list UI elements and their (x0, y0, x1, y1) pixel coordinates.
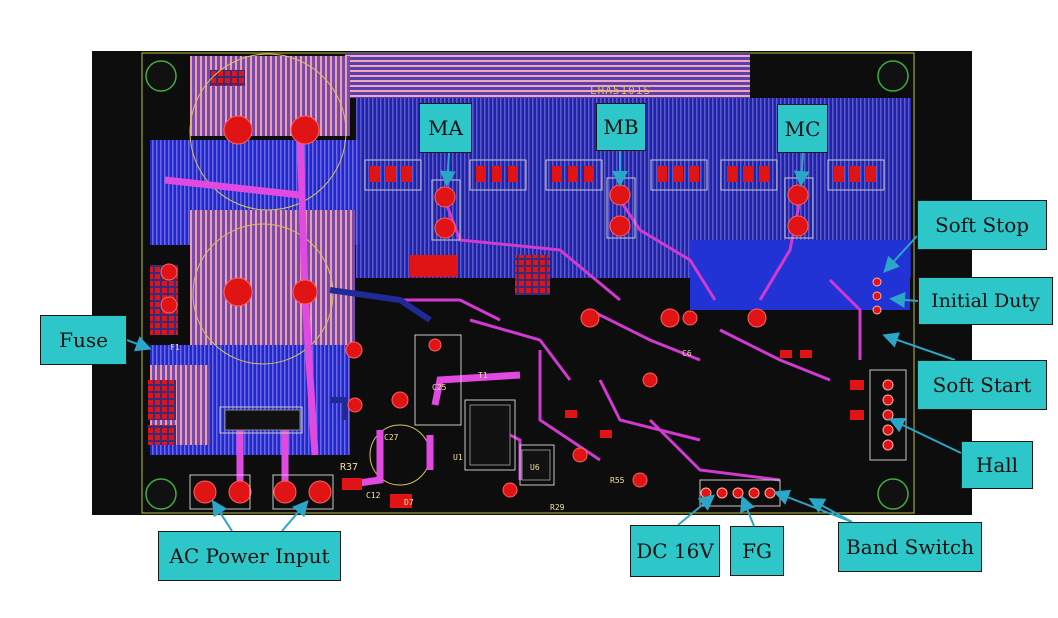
silk-t1: T1 (478, 371, 488, 380)
silk-f1: F1 (170, 343, 180, 352)
bottom-layer-traces (329, 287, 432, 420)
pad-array-2 (515, 255, 550, 295)
silk-area-top (345, 53, 750, 98)
silk-c25: C25 (432, 383, 447, 392)
silk-u6: U6 (530, 463, 540, 472)
ic-bodies (224, 404, 551, 481)
label-soft-start: Soft Start (917, 360, 1047, 410)
silk-c27: C27 (384, 433, 399, 442)
capacitor-outlines (189, 53, 431, 486)
silk-u1: U1 (453, 453, 463, 462)
silk-c12: C12 (366, 491, 381, 500)
pads (160, 115, 809, 504)
pad-array-1 (210, 70, 245, 86)
label-fg: FG (730, 526, 784, 576)
silk-area-left-lower (190, 210, 355, 345)
pad-array-3 (148, 380, 176, 420)
silk-c6: C6 (682, 349, 692, 358)
silk-r55: R55 (610, 476, 625, 485)
label-mb: MB (596, 103, 646, 151)
smd-pads (342, 166, 876, 508)
top-layer-traces (400, 199, 862, 482)
label-band-switch: Band Switch (838, 522, 982, 572)
mounting-holes (145, 60, 909, 510)
label-soft-stop: Soft Stop (917, 200, 1047, 250)
label-fuse: Fuse (40, 315, 127, 365)
label-dc16v: DC 16V (630, 525, 720, 577)
label-hall: Hall (961, 441, 1033, 489)
board-caption: LHA5101S (590, 84, 651, 97)
pad-array-4 (148, 425, 176, 445)
label-ma: MA (419, 103, 472, 153)
silk-area-left (190, 56, 350, 136)
label-mc: MC (777, 104, 828, 153)
silk-d7: D7 (404, 498, 414, 507)
silk-r29: R29 (550, 503, 565, 512)
callout-arrows (126, 151, 962, 532)
label-initial-duty: Initial Duty (918, 277, 1053, 325)
label-ac-power-input: AC Power Input (158, 531, 341, 581)
silk-r37: R37 (340, 462, 358, 473)
